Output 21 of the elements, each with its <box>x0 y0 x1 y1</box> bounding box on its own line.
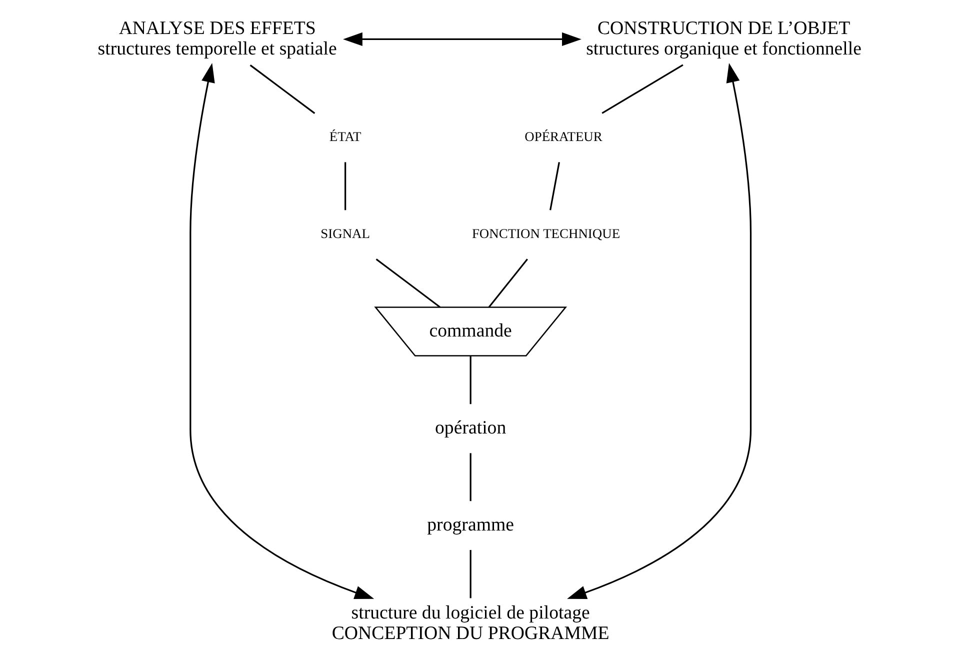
arrow <box>342 32 581 46</box>
connector <box>469 356 471 404</box>
connector <box>344 162 346 210</box>
connector <box>469 453 471 502</box>
node-text: programme <box>426 514 514 536</box>
node-text: structure du logiciel de pilotage CONCEPTION DU PROGRAMME <box>331 602 609 644</box>
node-text: opération <box>434 417 506 438</box>
arrow <box>566 62 752 600</box>
connector <box>249 64 315 114</box>
connector <box>601 64 683 114</box>
connector <box>488 258 528 308</box>
node-text: OPÉRATEUR <box>524 128 602 144</box>
arrow <box>189 62 374 600</box>
connector <box>549 162 560 210</box>
connector <box>469 550 471 598</box>
node-text: FONCTION TECHNIQUE <box>471 226 620 241</box>
node-text: SIGNAL <box>320 226 370 241</box>
connector <box>375 258 440 308</box>
node-text: ANALYSE DES EFFETS structures temporelle et spatiale <box>97 18 336 60</box>
node-text: CONSTRUCTION DE L’OBJET structures organique et fonctionnelle <box>586 18 862 60</box>
node-text: ÉTAT <box>328 128 361 144</box>
